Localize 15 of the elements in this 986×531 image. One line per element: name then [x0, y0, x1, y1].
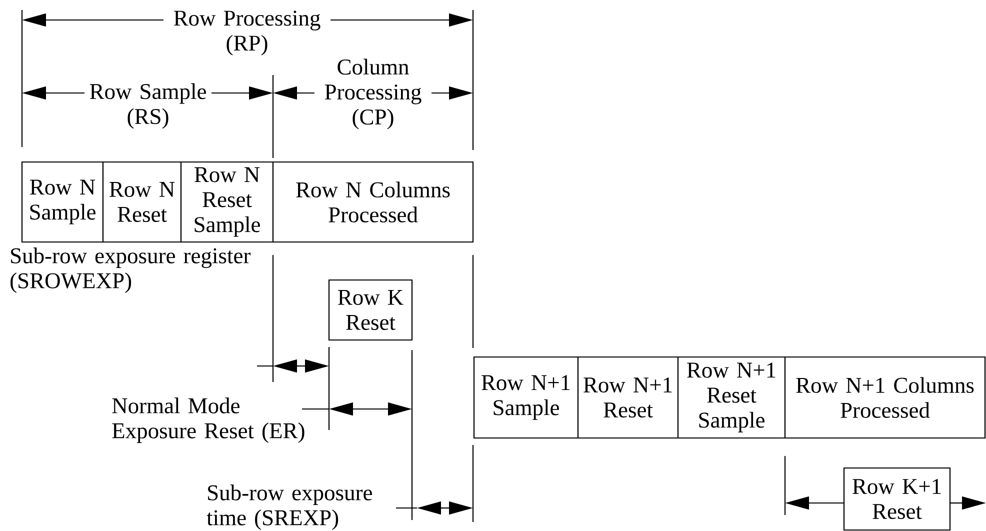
timing-cell: Row N+1 Reset Sample — [677, 356, 786, 439]
dimension-label: Row Sample (RS) — [84, 82, 212, 130]
dimension-label: Column Processing (CP) — [314, 58, 432, 130]
timing-cell: Row N+1 Columns Processed — [784, 356, 986, 439]
dimension-label: Sub-row exposure register (SROWEXP) — [10, 248, 251, 293]
timing-cell: Row N Reset Sample — [180, 161, 274, 243]
timing-cell: Row N+1 Sample — [473, 356, 579, 439]
timing-cell: Row N Reset — [102, 161, 182, 243]
timing-cell: Row N Sample — [21, 161, 104, 243]
timing-cell: Row N+1 Reset — [577, 356, 679, 439]
reset-box: Row K Reset — [328, 279, 413, 341]
dimension-label: Row Processing (RP) — [164, 10, 330, 56]
dimension-label: Sub-row exposure time (SREXP) — [206, 484, 372, 530]
dimension-label: Normal Mode Exposure Reset (ER) — [112, 398, 304, 443]
reset-box: Row K+1 Reset — [843, 467, 951, 531]
